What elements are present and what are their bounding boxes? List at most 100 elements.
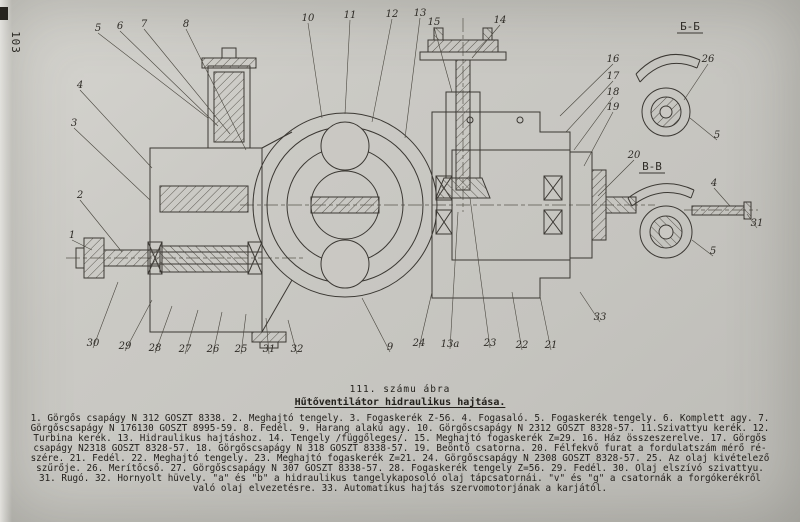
bearing: [247, 241, 263, 275]
leader-line: [184, 309, 199, 355]
leader-line: [573, 96, 614, 151]
callout-5: 5: [95, 23, 101, 34]
callout-7: 7: [141, 19, 148, 30]
callout-23: 23: [483, 338, 497, 349]
leader-line: [691, 239, 714, 257]
input-shaft-assembly: [75, 237, 161, 279]
leader-line: [79, 89, 153, 169]
leader-line: [683, 63, 709, 101]
leader-line: [433, 26, 453, 93]
leader-line: [746, 213, 758, 229]
vertical-shaft-assembly: [419, 27, 507, 199]
section-label-bb: Б-Б: [680, 20, 700, 33]
drain-fitting: [251, 331, 287, 349]
figure-title: Hűtőventilátor hidraulikus hajtása.: [294, 397, 506, 408]
callout-5: 5: [714, 130, 720, 141]
callout-2: 2: [76, 190, 83, 201]
callout-31: 31: [263, 344, 276, 355]
bearing: [435, 209, 453, 235]
callout-28: 28: [148, 343, 162, 354]
page-left-margin: [0, 0, 12, 522]
callout-27: 27: [178, 344, 192, 355]
callout-13: 13: [414, 8, 427, 19]
leader-line: [71, 239, 93, 251]
leader-line: [265, 317, 270, 355]
callout-4: 4: [76, 80, 83, 91]
leader-line: [344, 19, 351, 115]
leader-line: [597, 159, 635, 197]
figure-number: 111. számu ábra: [349, 384, 451, 395]
leader-line: [124, 299, 153, 352]
legend-line: 31. Rugó. 32. Hornyolt hüvely. "a" és "b…: [38, 473, 762, 484]
legend-line: való olaj elvezetésre. 33. Automatikus h…: [192, 483, 608, 494]
left-gearbox: [147, 47, 293, 333]
technical-drawing: Б-Б В-В 56784321101112131514161718192030…: [66, 8, 764, 355]
section-detail-vv: В-В: [627, 160, 752, 259]
leader-line: [418, 291, 433, 349]
leader-line: [287, 319, 298, 355]
callout-11: 11: [344, 10, 357, 21]
callout-26: 26: [206, 344, 220, 355]
callout-10: 10: [302, 13, 315, 24]
legend-line: szűrője. 26. Merítőcső. 27. Görgőscsapág…: [36, 463, 764, 474]
callout-17: 17: [607, 71, 620, 82]
callout-25: 25: [234, 344, 248, 355]
callout-4: 4: [710, 178, 717, 189]
callout-8: 8: [183, 19, 189, 30]
leader-line: [212, 311, 223, 355]
leader-line: [79, 199, 123, 253]
callout-12: 12: [386, 9, 399, 20]
callout-9: 9: [387, 342, 394, 353]
leader-line: [240, 313, 247, 355]
leader-line: [511, 291, 523, 351]
leader-line: [154, 305, 173, 354]
callout-14: 14: [494, 15, 507, 26]
callout-3: 3: [71, 118, 77, 129]
callout-18: 18: [607, 87, 620, 98]
leader-line: [307, 22, 323, 119]
leader-line: [404, 17, 421, 139]
callout-29: 29: [118, 341, 132, 352]
bearing: [147, 241, 163, 275]
legend-line: Turbina kerék. 13. Hidraulikus hajtáshoz…: [33, 433, 767, 444]
callout-33: 33: [594, 312, 607, 323]
leader-line: [583, 111, 614, 167]
caption-block: 111. számu ábra Hűtőventilátor hidraulik…: [0, 384, 800, 494]
callout-19: 19: [607, 102, 620, 113]
callout-20: 20: [627, 150, 641, 161]
callout-32: 32: [291, 344, 304, 355]
leader-line: [565, 80, 614, 133]
leader-line: [559, 63, 614, 117]
scan-corner-mark: [0, 7, 8, 20]
leader-line: [185, 28, 247, 151]
callout-21: 21: [544, 340, 558, 351]
legend-line: szére. 21. Fedél. 22. Meghajtó tengely. …: [30, 453, 770, 464]
legend-line: Görgőscsapágy N 176130 GOSZT 8995-59. 8.…: [30, 423, 770, 434]
callout-24: 24: [412, 338, 426, 349]
callout-15: 15: [428, 17, 441, 28]
bearing: [543, 209, 563, 235]
callout-16: 16: [607, 54, 620, 65]
legend: 1. Görgős csapágy N 312 GOSZT 8338. 2. M…: [0, 414, 800, 494]
leader-line: [449, 211, 459, 350]
callout-22: 22: [515, 340, 529, 351]
bearing: [543, 175, 563, 201]
leader-line: [143, 28, 231, 135]
leader-line: [713, 187, 731, 207]
leader-line: [539, 295, 552, 351]
leader-line: [689, 117, 718, 141]
callout-30: 30: [87, 338, 100, 349]
callout-13а: 13а: [441, 339, 460, 350]
leader-line: [92, 281, 119, 349]
torque-converter: [252, 112, 438, 298]
callout-26: 26: [701, 54, 715, 65]
leader-line: [469, 197, 491, 349]
callout-1: 1: [69, 230, 75, 241]
legend-line: csapágy N2318 GOSZT 8328-57. 18. Görgősc…: [33, 443, 767, 454]
legend-line: 1. Görgős csapágy N 312 GOSZT 8338. 2. M…: [30, 413, 770, 424]
leader-line: [361, 297, 391, 353]
callout-6: 6: [117, 21, 124, 32]
leader-line: [371, 18, 393, 123]
